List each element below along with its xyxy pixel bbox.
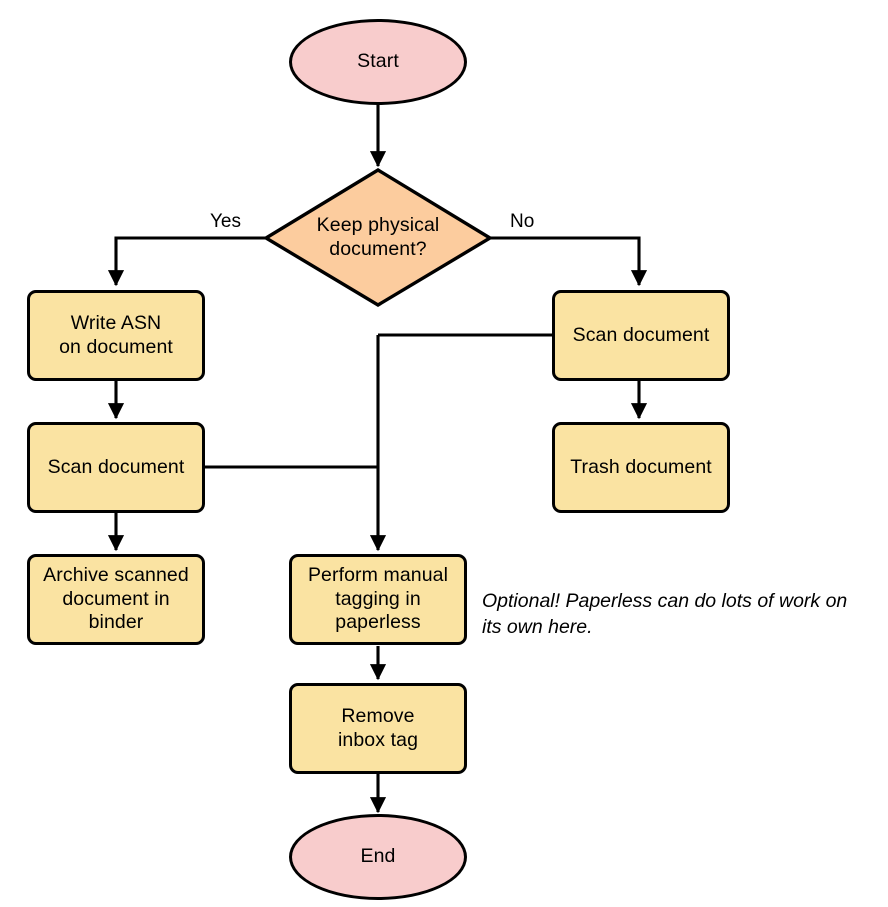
edge-label-yes: Yes	[210, 211, 241, 232]
node-trash-document[interactable]: Trash document	[552, 422, 730, 513]
decision-diamond-shape	[262, 168, 494, 307]
node-end-label: End	[360, 845, 396, 868]
edge-label-no: No	[510, 211, 535, 232]
node-scan-document-right[interactable]: Scan document	[552, 290, 730, 381]
node-trash-document-label: Trash document	[570, 455, 712, 478]
node-end[interactable]: End	[289, 814, 467, 900]
edge-decision-no-to-scan-right	[490, 236, 648, 287]
node-archive-in-binder[interactable]: Archive scanned document in binder	[27, 554, 205, 645]
node-scan-document-right-label: Scan document	[572, 323, 710, 346]
node-remove-inbox-tag[interactable]: Remove inbox tag	[289, 683, 467, 774]
node-scan-document-left[interactable]: Scan document	[27, 422, 205, 513]
node-start[interactable]: Start	[289, 19, 467, 105]
node-perform-manual-tagging-label: Perform manual tagging in paperless	[307, 563, 449, 634]
node-start-label: Start	[357, 50, 399, 73]
annotation-optional-note: Optional! Paperless can do lots of work …	[482, 590, 848, 638]
node-archive-in-binder-label: Archive scanned document in binder	[43, 563, 189, 634]
node-scan-document-left-label: Scan document	[47, 455, 185, 478]
node-remove-inbox-tag-label: Remove inbox tag	[337, 704, 419, 751]
node-decision[interactable]: Keep physical document?	[268, 205, 488, 271]
node-write-asn-label: Write ASN on document	[59, 311, 173, 358]
node-perform-manual-tagging[interactable]: Perform manual tagging in paperless	[289, 554, 467, 645]
node-write-asn[interactable]: Write ASN on document	[27, 290, 205, 381]
edge-decision-yes-to-write-asn	[107, 236, 265, 287]
node-decision-label: Keep physical document?	[316, 214, 440, 260]
